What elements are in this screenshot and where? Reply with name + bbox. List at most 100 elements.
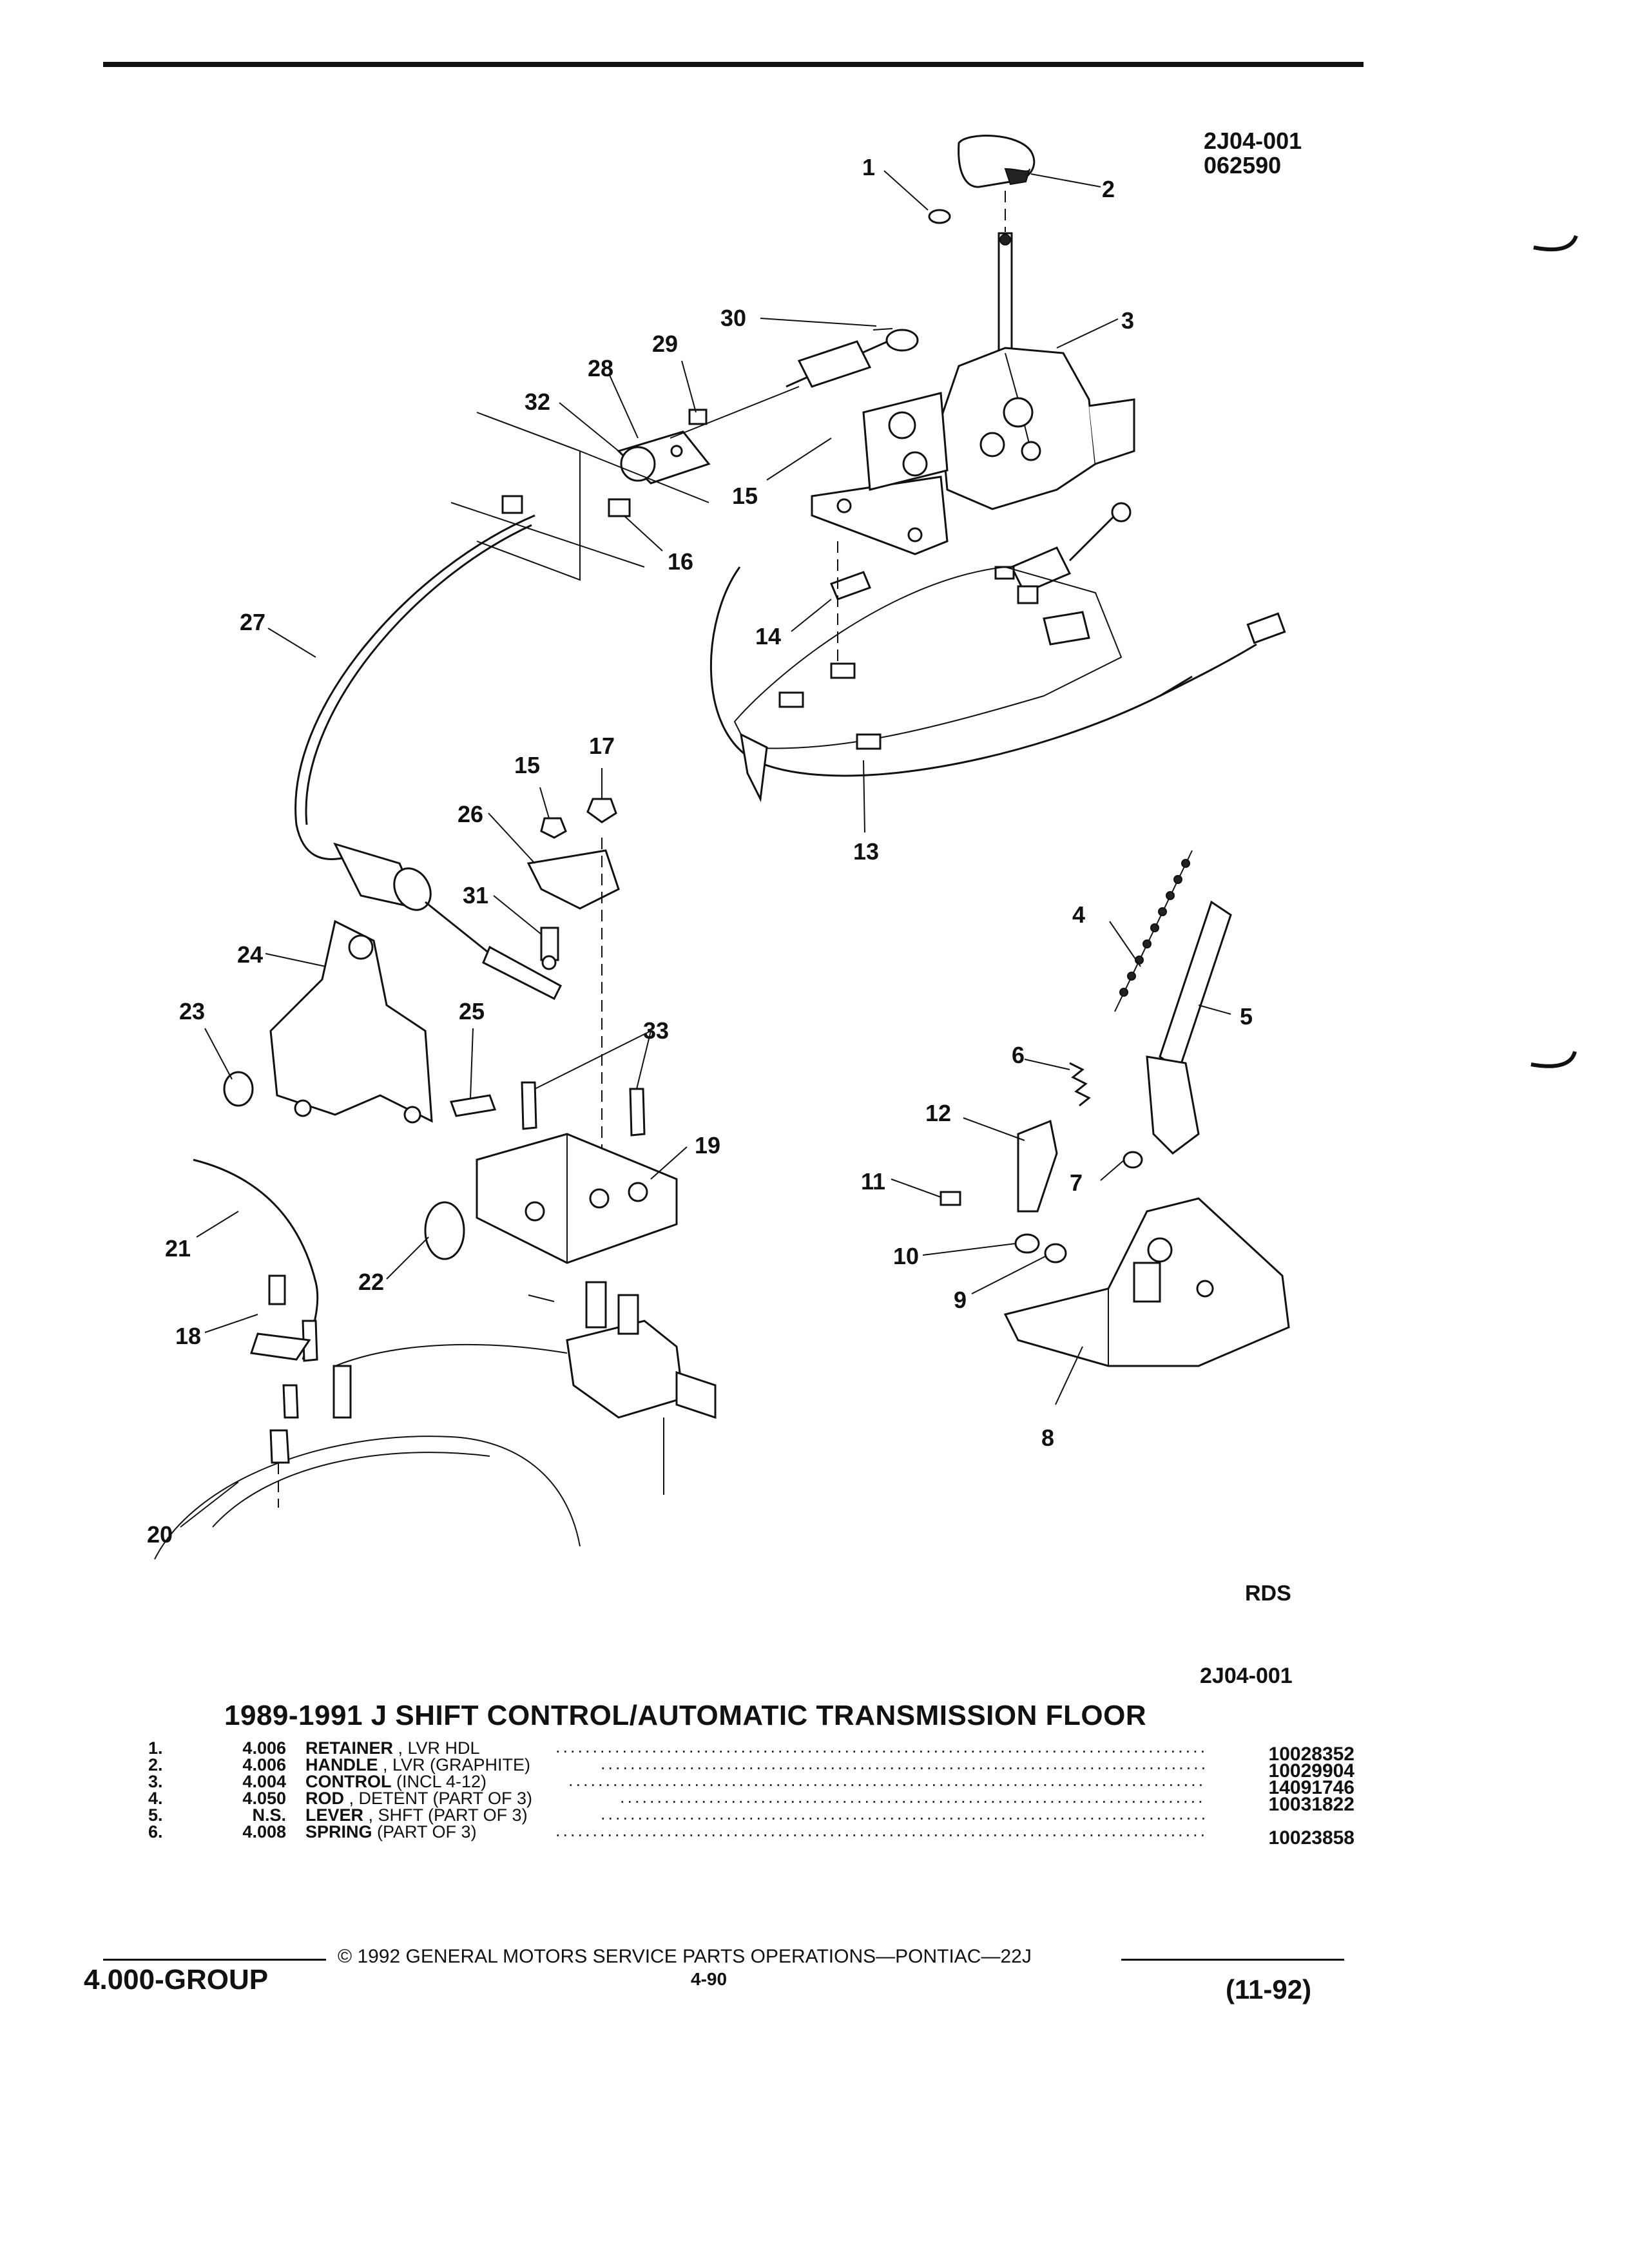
callout-9: 9 [954, 1287, 967, 1313]
callout-12: 12 [925, 1100, 951, 1126]
lever-retainer [928, 209, 951, 224]
shift-handle [958, 135, 1036, 188]
leader-dots: ........................................… [568, 1772, 1206, 1789]
exploded-parts-illustration: 1 2 3 4 5 6 7 8 9 10 11 12 13 14 15 15 1… [147, 135, 1578, 1560]
callout-22: 22 [358, 1269, 384, 1295]
washer-9 [1044, 1243, 1067, 1264]
leader-dots: ........................................… [601, 1755, 1206, 1772]
callout-17: 17 [589, 733, 615, 759]
part-name: ROD [305, 1789, 344, 1808]
callout-28: 28 [588, 355, 613, 381]
leader-dots: ........................................… [555, 1738, 1206, 1755]
callout-26: 26 [458, 801, 483, 827]
footer-rule-left [103, 1959, 326, 1961]
shift-cable-13 [710, 566, 1257, 777]
part-name: SPRING [305, 1822, 372, 1841]
bolt-18 [268, 1274, 286, 1305]
floor-pan-bracket [733, 566, 1123, 750]
nut-23 [223, 1071, 254, 1107]
callout-18: 18 [175, 1323, 201, 1349]
illustration-header: 2J04-001 062590 [1204, 129, 1302, 178]
parts-row: 1. 4.006 RETAINER , LVR HDL ............… [143, 1738, 1354, 1764]
shift-control-housing [940, 347, 1135, 510]
callout-1: 1 [862, 154, 875, 180]
callout-labels: 1 2 3 4 5 6 7 8 9 10 11 12 13 14 15 15 1… [147, 154, 1253, 1548]
part-description: ROD , DETENT (PART OF 3) [305, 1790, 532, 1807]
part-number: 10028352 [1268, 1744, 1354, 1765]
callout-2: 2 [1102, 176, 1115, 202]
page-number: 4-90 [691, 1969, 728, 1989]
cable-adjuster [333, 842, 562, 1001]
leader-dots: ........................................… [620, 1789, 1206, 1805]
callout-6: 6 [1012, 1042, 1025, 1068]
callout-25: 25 [459, 998, 485, 1024]
callout-4: 4 [1072, 901, 1085, 928]
detent-clip-14 [830, 571, 871, 601]
cable-bracket-28 [617, 430, 711, 485]
shift-control-base-plate [811, 392, 949, 555]
group-number: 4.050 [242, 1789, 286, 1808]
item-number: 1. [148, 1738, 163, 1758]
leader-dots: ........................................… [555, 1822, 1206, 1839]
illustration-date: 062590 [1204, 152, 1282, 178]
support-bracket-24 [269, 919, 433, 1124]
dash-panel [450, 412, 709, 581]
item-number: 4. [148, 1789, 163, 1808]
section-title: 1989-1991 J SHIFT CONTROL/AUTOMATIC TRAN… [224, 1700, 1147, 1731]
shift-lever-5 [1146, 900, 1232, 1155]
callout-33: 33 [643, 1017, 669, 1044]
part-detail: , LVR (GRAPHITE) [378, 1755, 531, 1774]
group-number: 4.004 [242, 1772, 286, 1791]
bolt-33a [521, 1081, 537, 1130]
parts-row: 4. 4.050 ROD , DETENT (PART OF 3) ......… [143, 1789, 1354, 1814]
binder-marks [1530, 235, 1578, 1068]
washer-10 [1014, 1233, 1040, 1254]
parts-row: 5. N.S. LEVER , SHFT (PART OF 3) .......… [143, 1805, 1354, 1825]
part-description: CONTROL (INCL 4-12) [305, 1772, 487, 1791]
bushing-22 [424, 1201, 465, 1260]
footer-rule-right [1121, 1959, 1344, 1961]
solenoid-housing-19 [476, 1133, 678, 1264]
part-name: CONTROL [305, 1772, 392, 1791]
cable-end-20 [269, 1384, 299, 1464]
parts-row: 2. 4.006 HANDLE , LVR (GRAPHITE) .......… [143, 1755, 1354, 1781]
part-description: SPRING (PART OF 3) [305, 1822, 477, 1841]
callout-13: 13 [853, 838, 879, 865]
shift-cable-end [994, 502, 1132, 594]
callout-15b: 15 [514, 752, 540, 778]
part-name: LEVER [305, 1805, 364, 1825]
part-number: 10023858 [1268, 1827, 1354, 1849]
bolt-25 [449, 1094, 497, 1117]
callout-3: 3 [1121, 307, 1134, 334]
lever-12 [1017, 1119, 1058, 1213]
callout-31: 31 [463, 882, 488, 908]
transmission-shift-lever [528, 1281, 717, 1419]
revision-date: (11-92) [1226, 1974, 1312, 2004]
part-detail: , SHFT (PART OF 3) [363, 1805, 528, 1825]
washer-7 [1123, 1151, 1143, 1169]
section-code: 2J04-001 [1200, 1664, 1293, 1688]
top-rule [103, 62, 1364, 67]
nut-17 [586, 798, 617, 823]
callout-24: 24 [237, 941, 263, 968]
copyright: © 1992 GENERAL MOTORS SERVICE PARTS OPER… [338, 1946, 1032, 1967]
callout-8: 8 [1041, 1425, 1054, 1451]
callout-7: 7 [1070, 1169, 1083, 1196]
group-label: 4.000-GROUP [84, 1964, 269, 1995]
detent-rod-4 [1114, 850, 1193, 1012]
item-number: 6. [148, 1822, 163, 1841]
part-number: 10029904 [1268, 1760, 1354, 1782]
parts-row: 3. 4.004 CONTROL (INCL 4-12) ...........… [143, 1772, 1354, 1798]
leader-dots: ........................................… [601, 1805, 1206, 1822]
transmission-case [154, 1436, 581, 1560]
callout-23: 23 [179, 998, 205, 1024]
callout-19: 19 [695, 1132, 720, 1158]
item-number: 2. [148, 1755, 163, 1774]
callout-15: 15 [732, 483, 758, 509]
callout-16: 16 [668, 548, 693, 575]
bolt-33b [629, 1088, 646, 1137]
part-detail: , LVR HDL [393, 1738, 480, 1758]
callout-29: 29 [652, 331, 678, 357]
part-detail: , DETENT (PART OF 3) [344, 1789, 533, 1808]
callout-11: 11 [861, 1168, 885, 1195]
